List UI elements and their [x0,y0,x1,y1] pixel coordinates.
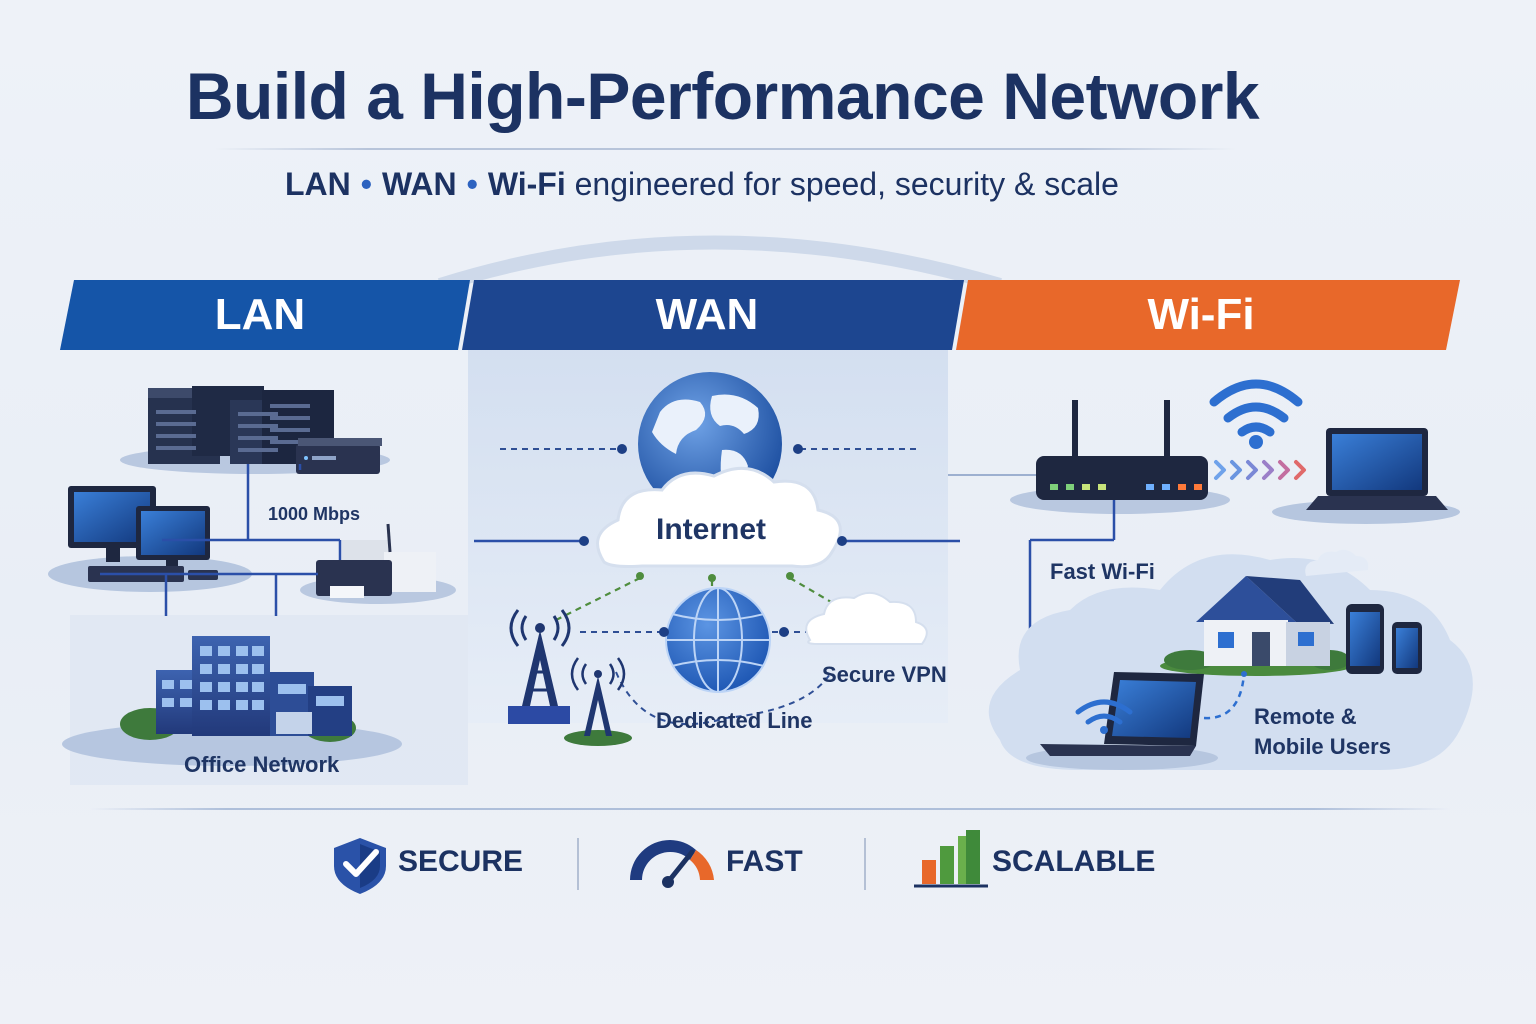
feature-scalable-label: SCALABLE [992,845,1156,878]
signal-arrows-icon [1214,460,1306,480]
feature-secure-label: SECURE [398,845,524,878]
subtitle-tail: engineered for speed, security & scale [574,166,1119,202]
remote-users-label-2: Mobile Users [1254,734,1391,759]
bar-chart-icon [914,830,988,888]
dedicated-line-label: Dedicated Line [656,708,813,733]
feature-separator-2 [864,838,866,890]
speedometer-icon [630,840,714,888]
remote-users-label-1: Remote & [1254,704,1357,729]
page-title: Build a High-Performance Network [185,59,1260,133]
features-divider [90,808,1450,810]
server-rack-icon [120,386,390,474]
wan-header: WAN [655,290,759,339]
lan-header: LAN [214,290,306,339]
internet-cloud-icon [596,466,842,569]
cell-tower-icon [508,609,571,724]
lan-wiring [100,464,342,616]
printer-icon [300,523,456,604]
desktop-computers-icon [48,486,252,592]
wifi-header-bar [956,280,1460,350]
office-building-icon [62,636,402,766]
subtitle-wifi: Wi-Fi [487,166,566,202]
laptop-icon [1272,428,1460,524]
title-divider [215,148,1235,150]
secure-vpn-label: Secure VPN [822,662,947,687]
shield-check-icon [334,838,386,894]
network-globe-icon [665,587,771,693]
subtitle-dot-2: • [466,166,478,202]
office-network-label: Office Network [184,752,340,777]
internet-label: Internet [656,513,767,546]
wan-header-bar [462,280,964,350]
subtitle-lan: LAN [285,166,351,202]
feature-separator-1 [577,838,579,890]
subtitle: LAN•WAN•Wi-Fi engineered for speed, secu… [285,166,1119,203]
mobile-devices-icon [1346,604,1422,674]
link-speed-label: 1000 Mbps [268,504,361,524]
laptop-wifi-icon [1075,699,1133,725]
subtitle-dot-1: • [360,166,372,202]
subtitle-wan: WAN [381,166,457,202]
cell-tower-small-icon [564,657,632,746]
house-icon [1160,576,1352,676]
vpn-cloud-icon [805,591,928,645]
lan-header-bar [60,280,470,350]
wifi-signal-icon [1209,379,1303,437]
feature-fast-label: FAST [726,845,803,878]
fast-wifi-label: Fast Wi-Fi [1050,559,1155,584]
header-arc [437,235,1002,292]
remote-laptop-icon [1026,672,1218,770]
wifi-header: Wi-Fi [1147,290,1255,339]
router-icon [1010,400,1230,514]
